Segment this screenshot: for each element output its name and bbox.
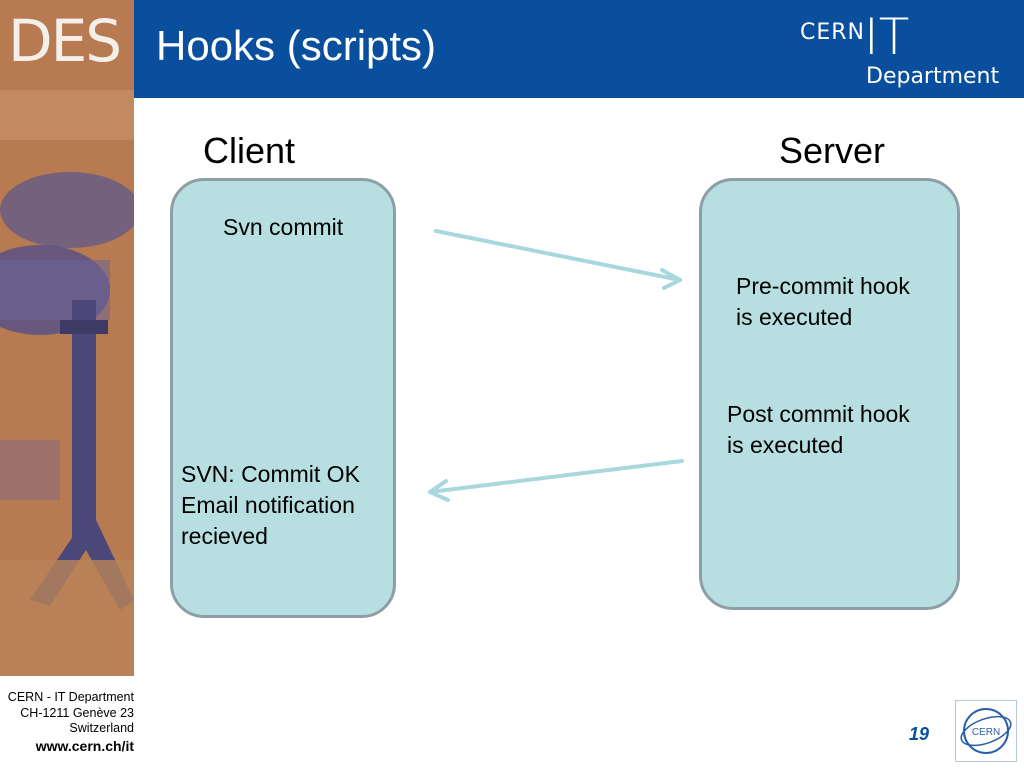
header-bar xyxy=(134,0,1024,98)
cern-logo-text: CERN xyxy=(972,727,1000,738)
brand-it: IT xyxy=(864,8,910,66)
brand-cern: CERN xyxy=(800,20,866,45)
des-logo: DES xyxy=(8,7,122,75)
cern-logo: CERN xyxy=(955,700,1017,762)
brand-department: Department xyxy=(866,64,1000,89)
side-photo-strip: DES xyxy=(0,0,134,676)
arrow-client-to-server xyxy=(434,229,682,290)
footer-address: CERN - IT Department CH-1211 Genève 23 S… xyxy=(7,690,134,735)
page-number: 19 xyxy=(908,724,929,744)
pre-commit-hook-text: Pre-commit hook is executed xyxy=(736,273,910,330)
post-commit-hook-text: Post commit hook is executed xyxy=(727,401,910,458)
footer-url[interactable]: www.cern.ch/it xyxy=(35,738,134,754)
client-box xyxy=(170,178,396,618)
commit-ok-text: SVN: Commit OK Email notification reciev… xyxy=(181,461,360,549)
cern-logo-icon: CERN xyxy=(960,708,1012,754)
server-box xyxy=(699,178,960,610)
arrow-server-to-client xyxy=(428,459,684,502)
cern-it-department-logo: CERN IT Department xyxy=(800,8,1010,92)
page-title: Hooks (scripts) xyxy=(156,22,437,69)
client-heading: Client xyxy=(203,130,296,171)
server-heading: Server xyxy=(779,130,886,171)
svn-commit-text: Svn commit xyxy=(223,214,344,240)
accelerator-photo xyxy=(0,0,134,676)
